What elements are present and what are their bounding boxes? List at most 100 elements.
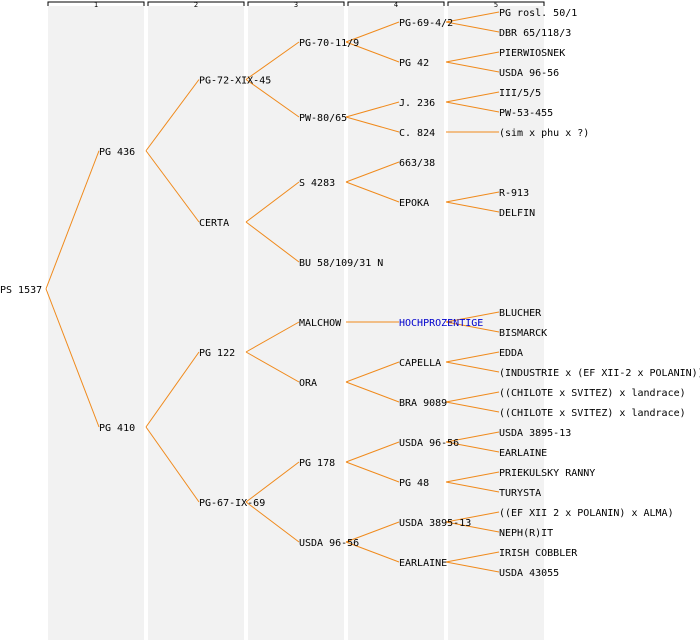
generation-bracket-2: [147, 1, 245, 6]
pedigree-link: [345, 361, 400, 383]
pedigree-node-20: R-913: [499, 188, 529, 199]
pedigree-link: [445, 441, 500, 453]
generation-bracket-5: [447, 1, 545, 6]
pedigree-node-6: DBR 65/118/3: [499, 28, 571, 39]
generation-bracket-4: [347, 1, 445, 6]
pedigree-node-32: (INDUSTRIE x (EF XII-2 x POLANIN)): [499, 368, 700, 379]
generation-label-2: 2: [194, 1, 198, 9]
pedigree-node-34: ((CHILOTE x SVITEZ) x landrace): [499, 388, 686, 399]
pedigree-node-22: BU 58/109/31 N: [299, 258, 383, 269]
pedigree-link: [445, 351, 500, 363]
pedigree-node-25: MALCHOW: [299, 318, 342, 329]
pedigree-link: [245, 461, 300, 503]
pedigree-node-19: EPOKA: [399, 198, 429, 209]
pedigree-link: [445, 191, 500, 203]
pedigree-node-42: PRIEKULSKY RANNY: [499, 468, 595, 479]
pedigree-link: [45, 288, 100, 428]
pedigree-node-40: EARLAINE: [499, 448, 547, 459]
pedigree-node-11: J. 236: [399, 98, 435, 109]
pedigree-link: [445, 471, 500, 483]
pedigree-links: [45, 11, 500, 573]
pedigree-link: [245, 181, 300, 223]
pedigree-node-41: PG 48: [399, 478, 429, 489]
pedigree-node-13: PW-53-455: [499, 108, 553, 119]
pedigree-link: [345, 521, 400, 543]
pedigree-node-27: BLUCHER: [499, 308, 542, 319]
pedigree-link: [445, 361, 500, 373]
pedigree-node-46: ((EF XII 2 x POLANIN) x ALMA): [499, 508, 674, 519]
pedigree-link: [45, 150, 100, 290]
pedigree-link: [445, 201, 500, 213]
generation-bracket-3: [247, 1, 345, 6]
pedigree-node-7: PG 42: [399, 58, 429, 69]
pedigree-node-37: PG 178: [299, 458, 335, 469]
pedigree-link: [445, 91, 500, 103]
pedigree-link: [345, 101, 400, 118]
generation-label-1: 1: [94, 1, 98, 9]
pedigree-link: [445, 521, 500, 533]
pedigree-link: [345, 181, 400, 203]
generation-column-1: [48, 6, 144, 640]
pedigree-node-24: PG 122: [199, 348, 235, 359]
pedigree-link: [345, 116, 400, 133]
pedigree-node-26: HOCHPROZENTIGE: [399, 318, 483, 329]
pedigree-link: [345, 381, 400, 403]
generation-label-5: 5: [494, 1, 498, 9]
pedigree-node-9: USDA 96-56: [499, 68, 559, 79]
pedigree-link: [445, 511, 500, 523]
pedigree-node-18: 663/38: [399, 158, 435, 169]
pedigree-node-21: DELFIN: [499, 208, 535, 219]
pedigree-link: [245, 321, 300, 353]
pedigree-link: [345, 441, 400, 463]
generation-label-4: 4: [394, 1, 398, 9]
pedigree-link: [445, 11, 500, 23]
pedigree-node-1: PG 436: [99, 147, 135, 158]
pedigree-node-10: PW-80/65: [299, 113, 347, 124]
pedigree-node-31: EDDA: [499, 348, 523, 359]
generation-column-2: [148, 6, 244, 640]
pedigree-node-43: TURYSTA: [499, 488, 541, 499]
pedigree-link: [445, 481, 500, 493]
pedigree-node-14: C. 824: [399, 128, 435, 139]
pedigree-node-23: PG 410: [99, 423, 135, 434]
generation-bracket-1: [47, 1, 145, 6]
pedigree-link: [445, 101, 500, 113]
pedigree-node-49: IRISH COBBLER: [499, 548, 578, 559]
pedigree-node-5: PG rosl. 50/1: [499, 8, 577, 19]
pedigree-link: [145, 79, 200, 152]
pedigree-link: [345, 41, 400, 63]
pedigree-node-15: (sim x phu x ?): [499, 128, 589, 139]
pedigree-link: [245, 41, 300, 80]
pedigree-node-33: BRA 9089: [399, 398, 447, 409]
pedigree-node-2: PG-72-XIX-45: [199, 76, 271, 87]
pedigree-node-35: ((CHILOTE x SVITEZ) x landrace): [499, 408, 686, 419]
pedigree-link: [445, 401, 500, 413]
pedigree-node-3: PG-70-11/9: [299, 38, 359, 49]
pedigree-node-44: USDA 96-56: [299, 538, 359, 549]
generation-column-3: [248, 6, 344, 640]
pedigree-node-16: CERTA: [199, 218, 229, 229]
generation-columns: [48, 6, 544, 640]
pedigree-link: [445, 51, 500, 63]
pedigree-node-48: EARLAINE: [399, 558, 447, 569]
pedigree-link: [445, 321, 500, 333]
pedigree-node-45: USDA 3895-13: [399, 518, 471, 529]
pedigree-node-28: BISMARCK: [499, 328, 547, 339]
pedigree-link: [345, 461, 400, 483]
pedigree-node-50: USDA 43055: [499, 568, 559, 579]
pedigree-link: [445, 431, 500, 443]
pedigree-link: [345, 541, 400, 563]
pedigree-node-29: ORA: [299, 378, 317, 389]
pedigree-node-36: PG-67-IX-69: [199, 498, 265, 509]
generation-label-3: 3: [294, 1, 298, 9]
pedigree-link: [245, 351, 300, 383]
pedigree-link: [145, 150, 200, 223]
pedigree-link: [245, 79, 300, 118]
generation-header: 1 2 3 4 5: [47, 1, 545, 9]
pedigree-node-38: USDA 96-56: [399, 438, 459, 449]
pedigree-node-39: USDA 3895-13: [499, 428, 571, 439]
pedigree-link: [145, 426, 200, 503]
pedigree-node-47: NEPH(R)IT: [499, 528, 553, 539]
